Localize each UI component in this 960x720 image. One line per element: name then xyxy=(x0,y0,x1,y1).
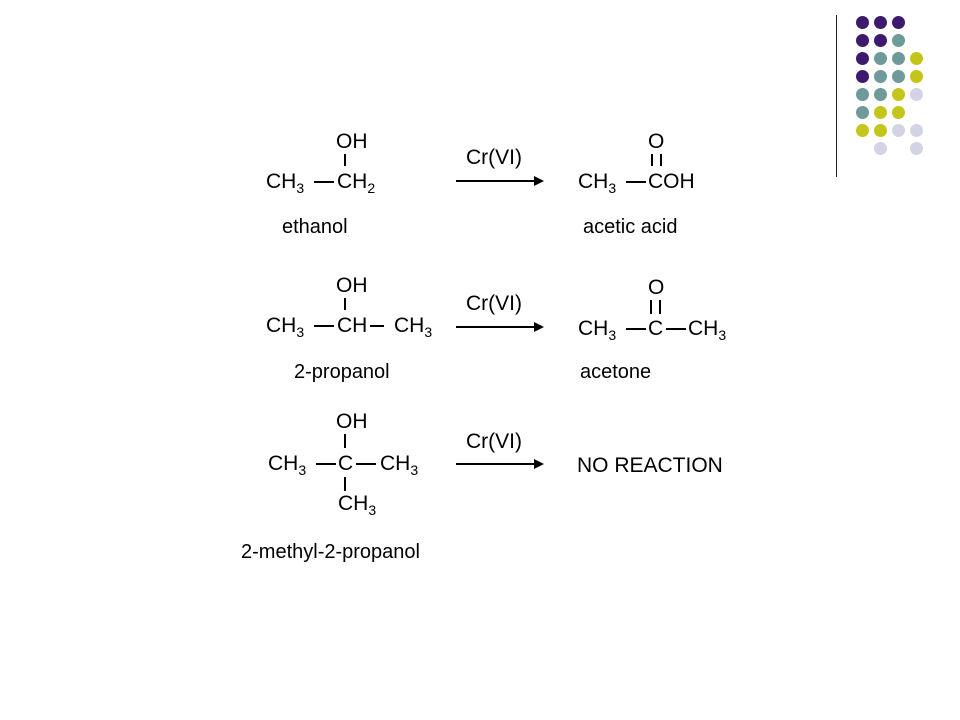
decor-dot xyxy=(874,106,887,119)
decor-dot xyxy=(874,70,887,83)
methyl-group: CH3 xyxy=(266,170,305,196)
bond-vertical xyxy=(344,477,346,491)
decor-dot xyxy=(874,34,887,47)
decor-dot xyxy=(856,88,869,101)
bond-horizontal xyxy=(314,181,334,183)
decor-dot xyxy=(856,34,869,47)
methyl-group: CH3 xyxy=(380,452,419,478)
decor-dot xyxy=(874,16,887,29)
decor-dot xyxy=(874,88,887,101)
methyl-group: CH3 xyxy=(266,314,305,340)
reaction-arrow xyxy=(456,459,544,469)
carbonyl-oxygen: O xyxy=(648,130,665,153)
bond-horizontal xyxy=(370,325,384,327)
decor-dot xyxy=(874,142,887,155)
decor-dot xyxy=(892,34,905,47)
hydroxyl-label: OH xyxy=(336,410,368,433)
decor-dot xyxy=(910,142,923,155)
decor-dot xyxy=(892,52,905,65)
methyl-group: CH3 xyxy=(578,317,617,343)
decor-dot xyxy=(892,88,905,101)
decor-dot xyxy=(856,52,869,65)
reagent-label: Cr(VI) xyxy=(466,430,522,453)
decor-dot xyxy=(910,88,923,101)
decor-dot xyxy=(874,124,887,137)
decor-dot xyxy=(910,52,923,65)
methyl-group: CH3 xyxy=(338,492,377,518)
double-bond xyxy=(651,154,662,166)
compound-name: ethanol xyxy=(282,216,348,238)
compound-name: acetic acid xyxy=(583,216,678,238)
bond-horizontal xyxy=(626,328,646,330)
compound-name: 2-methyl-2-propanol xyxy=(241,541,420,563)
carboxyl-group: COH xyxy=(648,170,695,193)
hydroxyl-label: OH xyxy=(336,130,368,153)
bond-vertical xyxy=(344,434,346,448)
decor-dot xyxy=(910,124,923,137)
carbonyl-oxygen: O xyxy=(648,276,665,299)
methylene-group: CH2 xyxy=(337,170,376,196)
methyl-group: CH3 xyxy=(688,317,727,343)
bond-horizontal xyxy=(626,181,646,183)
decor-dot xyxy=(910,70,923,83)
methyl-group: CH3 xyxy=(394,314,433,340)
methyl-group: CH3 xyxy=(578,170,617,196)
bond-vertical xyxy=(344,154,346,166)
decor-dot xyxy=(856,106,869,119)
reagent-label: Cr(VI) xyxy=(466,146,522,169)
bond-horizontal xyxy=(314,325,334,327)
bond-horizontal xyxy=(316,463,336,465)
reaction-arrow xyxy=(456,176,544,186)
decor-dot xyxy=(856,16,869,29)
decor-dot xyxy=(892,70,905,83)
decorative-divider-line xyxy=(836,15,837,177)
compound-name: 2-propanol xyxy=(294,361,390,383)
decor-dot xyxy=(874,52,887,65)
decor-dot xyxy=(856,124,869,137)
reaction-arrow xyxy=(456,322,544,332)
bond-horizontal xyxy=(356,463,376,465)
compound-name: acetone xyxy=(580,361,652,383)
methine-group: CH xyxy=(337,314,368,337)
decor-dot xyxy=(892,124,905,137)
hydroxyl-label: OH xyxy=(336,274,368,297)
quaternary-carbon: C xyxy=(338,452,354,475)
carbonyl-carbon: C xyxy=(648,317,664,340)
decor-dot xyxy=(892,16,905,29)
decor-dot xyxy=(892,106,905,119)
bond-vertical xyxy=(344,298,346,310)
no-reaction-label: NO REACTION xyxy=(577,454,723,477)
methyl-group: CH3 xyxy=(268,452,307,478)
reagent-label: Cr(VI) xyxy=(466,292,522,315)
double-bond xyxy=(650,300,661,314)
decor-dot xyxy=(856,70,869,83)
bond-horizontal xyxy=(666,328,686,330)
